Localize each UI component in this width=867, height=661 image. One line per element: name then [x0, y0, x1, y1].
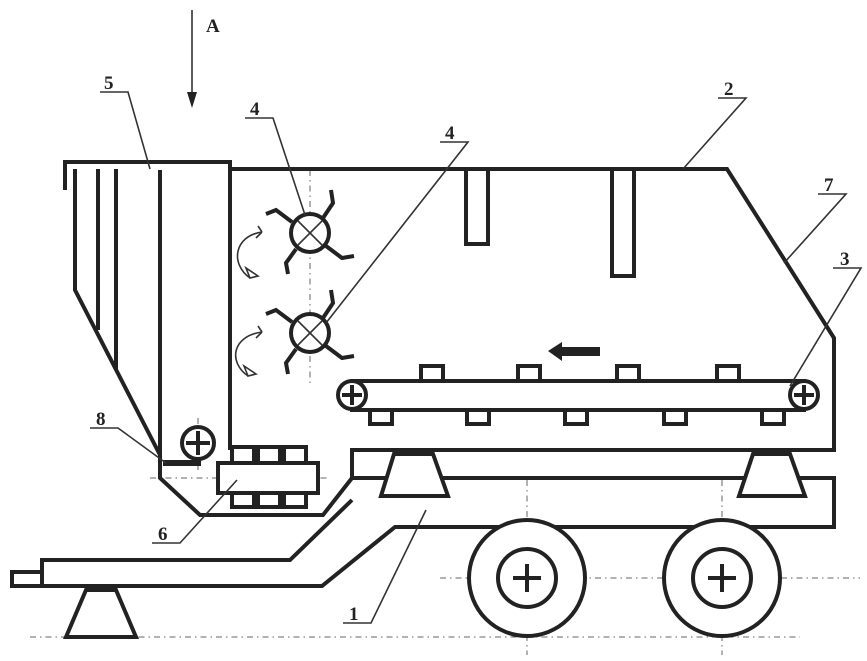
gate-plate [163, 460, 201, 466]
rotation-arrow-lower [234, 325, 263, 377]
view-label: A [206, 16, 220, 37]
rotation-arrow-upper [236, 225, 263, 279]
beater-upper [265, 189, 355, 275]
callout-beater-lower: 4 [445, 123, 455, 144]
wheel-front [467, 518, 587, 638]
callout-gate: 8 [96, 409, 106, 430]
beater-lower [265, 289, 355, 375]
conveyor-direction-arrow [548, 342, 600, 361]
view-arrow-a [187, 10, 197, 108]
leader-lines [90, 91, 863, 624]
callout-beater-upper: 4 [250, 99, 260, 120]
body-outline [158, 167, 836, 517]
callout-wall: 7 [824, 175, 834, 196]
chassis-frame [10, 452, 836, 639]
callout-hopper: 5 [104, 73, 114, 94]
callout-frame: 1 [349, 604, 359, 625]
callout-body: 2 [724, 79, 734, 100]
baffle-right [610, 167, 636, 278]
wheel-rear [662, 518, 782, 638]
conveyor [336, 364, 820, 426]
callout-conveyor: 3 [840, 249, 850, 270]
baffle-left [464, 167, 490, 246]
callout-auger: 6 [158, 524, 168, 545]
auger [216, 445, 320, 509]
hopper [63, 160, 232, 456]
